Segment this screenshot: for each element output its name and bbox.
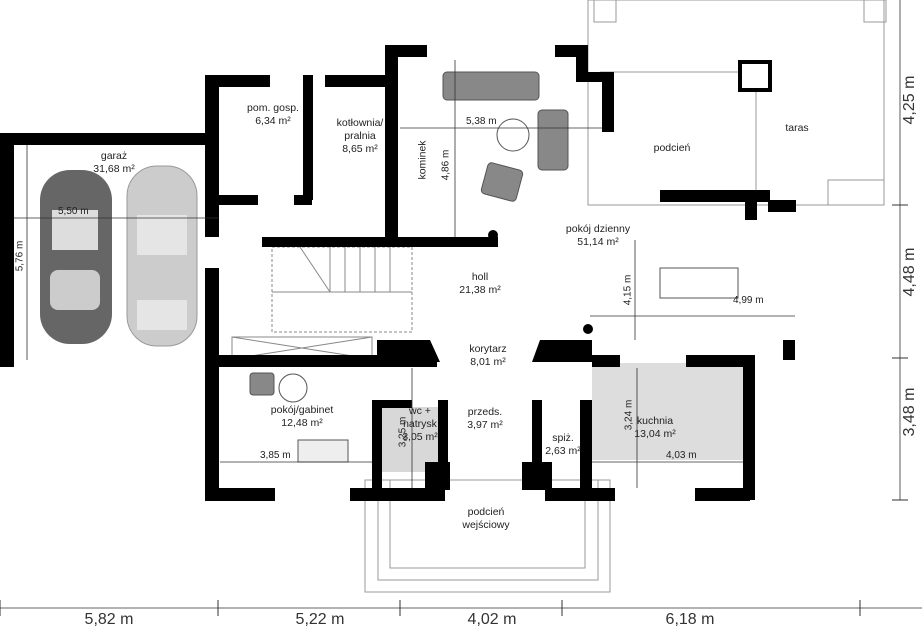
room-pantry: spiż.2,63 m² — [545, 432, 581, 458]
dim-garage-width: 5,50 m — [58, 206, 89, 217]
room-vestibule: przeds.3,97 m² — [467, 406, 503, 432]
overall-dim-right-1: 4,25 m — [901, 72, 919, 128]
dimension-lines — [0, 0, 922, 609]
room-name: holl — [471, 271, 489, 283]
room-area: 6,34 m² — [255, 115, 291, 127]
overall-dim-right-2: 4,48 m — [901, 244, 919, 300]
room-name: natrysk — [403, 418, 437, 430]
stairs — [231, 246, 413, 360]
room-terrace: taras — [785, 122, 809, 134]
room-name: kotłownia/ — [336, 117, 384, 129]
room-name: wc + — [409, 405, 431, 417]
room-area: 3,97 m² — [467, 419, 503, 431]
room-name: garaż — [100, 150, 128, 162]
room-area: 51,14 m² — [577, 236, 619, 248]
room-area: 8,65 m² — [342, 143, 378, 155]
overall-dim-1: 5,82 m — [81, 611, 137, 629]
room-name: wejściowy — [462, 519, 510, 531]
room-area: 2,63 m² — [545, 445, 581, 457]
car-dark — [40, 170, 112, 344]
chimney — [738, 60, 772, 92]
overall-dim-4: 6,18 m — [662, 611, 718, 629]
room-utility: pom. gosp.6,34 m² — [247, 102, 299, 128]
overall-dim-3: 4,02 m — [464, 611, 520, 629]
fireplace-label: kominek — [416, 140, 429, 180]
room-area: 21,38 m² — [459, 284, 501, 296]
terrace-outline — [587, 0, 887, 206]
wc-floor — [381, 407, 438, 472]
room-name: pom. gosp. — [247, 102, 299, 114]
room-name: przeds. — [467, 406, 503, 418]
overall-dim-2: 5,22 m — [292, 611, 348, 629]
room-area: 8,01 m² — [470, 356, 506, 368]
dim-garage-depth: 5,76 m — [14, 240, 26, 272]
dim-office-depth: 3,25 m — [397, 416, 409, 448]
room-area: 13,04 m² — [634, 428, 676, 440]
dim-dining-depth: 4,15 m — [622, 274, 634, 306]
entrance-porch-outline — [364, 479, 611, 593]
car-light — [126, 165, 198, 347]
column — [488, 230, 498, 240]
dim-office-width: 3,85 m — [260, 450, 291, 461]
room-name: podcień — [467, 506, 505, 518]
dim-dining-width: 4,99 m — [733, 295, 764, 306]
dim-living-depth: 4,86 m — [440, 149, 452, 181]
dim-kitchen-depth: 3,24 m — [623, 399, 635, 431]
walls — [0, 45, 796, 501]
dimension-ticks — [0, 204, 908, 616]
room-area: 3,05 m² — [402, 431, 438, 443]
room-name: pralnia — [344, 130, 376, 142]
kitchen-floor — [592, 363, 745, 460]
room-name: spiż. — [552, 432, 574, 444]
furniture — [249, 71, 739, 463]
room-name: pokój dzienny — [565, 223, 631, 235]
dim-living-width: 5,38 m — [466, 116, 497, 127]
dim-kitchen-width: 4,03 m — [666, 450, 697, 461]
room-area: 31,68 m² — [93, 163, 135, 175]
room-area: 12,48 m² — [281, 417, 323, 429]
room-name: kuchnia — [636, 415, 674, 427]
column — [583, 324, 593, 334]
room-name: korytarz — [469, 343, 507, 355]
room-porch: podcień — [653, 142, 691, 154]
room-name: pokój/gabinet — [270, 404, 334, 416]
overall-dim-right-3: 3,48 m — [901, 384, 919, 440]
